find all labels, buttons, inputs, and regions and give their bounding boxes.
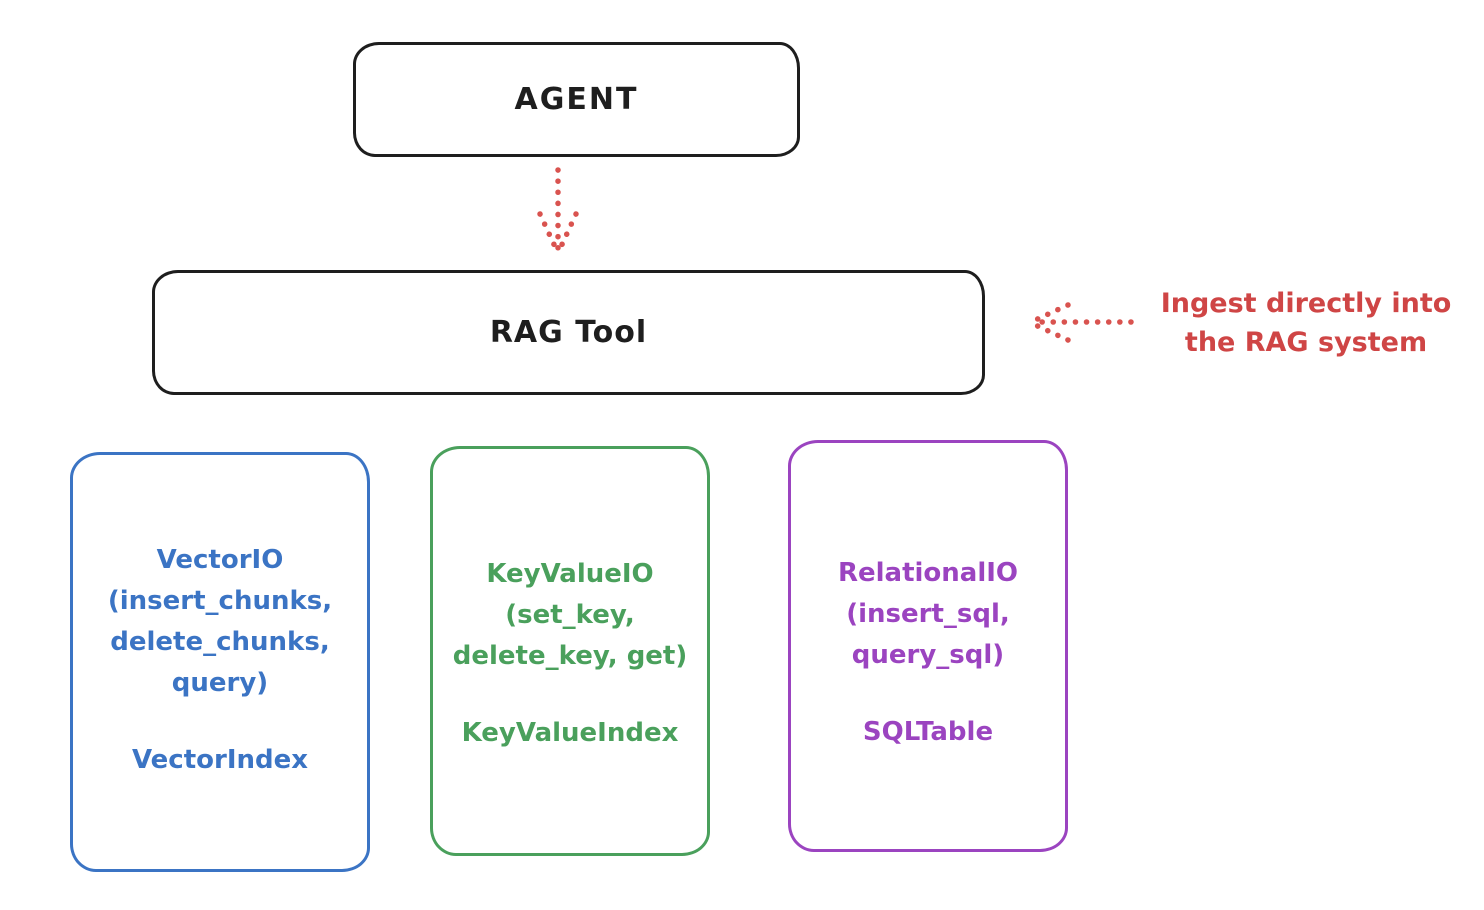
agent-to-ragtool-arrow	[537, 167, 579, 254]
vector-io-methods-line3: query)	[171, 668, 269, 698]
rag-tool-box: RAG Tool	[152, 270, 985, 395]
vector-io-methods-line1: (insert_chunks,	[107, 586, 333, 616]
vector-io-methods-line2: delete_chunks,	[110, 627, 330, 657]
vector-io-title: VectorIO	[156, 545, 284, 575]
agent-box-label: AGENT	[514, 82, 639, 117]
relational-io-box: RelationalIO (insert_sql, query_sql) SQL…	[788, 440, 1068, 852]
vector-index-label: VectorIndex	[131, 745, 309, 775]
relational-io-methods-line1: (insert_sql,	[846, 599, 1010, 629]
keyvalue-io-methods-line1: (set_key,	[505, 600, 635, 630]
ingest-annotation-line2: the RAG system	[1184, 327, 1428, 358]
keyvalue-io-box: KeyValueIO (set_key, delete_key, get) Ke…	[430, 446, 710, 856]
relational-io-title: RelationalIO	[837, 558, 1019, 588]
ingest-annotation: Ingest directly into the RAG system	[1138, 284, 1474, 362]
keyvalue-index-label: KeyValueIndex	[461, 718, 679, 748]
rag-tool-box-label: RAG Tool	[489, 315, 648, 350]
relational-io-methods-line2: query_sql)	[851, 640, 1005, 670]
sql-table-label: SQLTable	[862, 717, 994, 747]
agent-box: AGENT	[353, 42, 800, 157]
keyvalue-io-title: KeyValueIO	[486, 559, 654, 589]
keyvalue-io-methods-line2: delete_key, get)	[452, 641, 688, 671]
ingest-annotation-line1: Ingest directly into	[1160, 288, 1452, 319]
annotation-to-ragtool-arrow	[1028, 302, 1134, 343]
vector-io-box: VectorIO (insert_chunks, delete_chunks, …	[70, 452, 370, 872]
